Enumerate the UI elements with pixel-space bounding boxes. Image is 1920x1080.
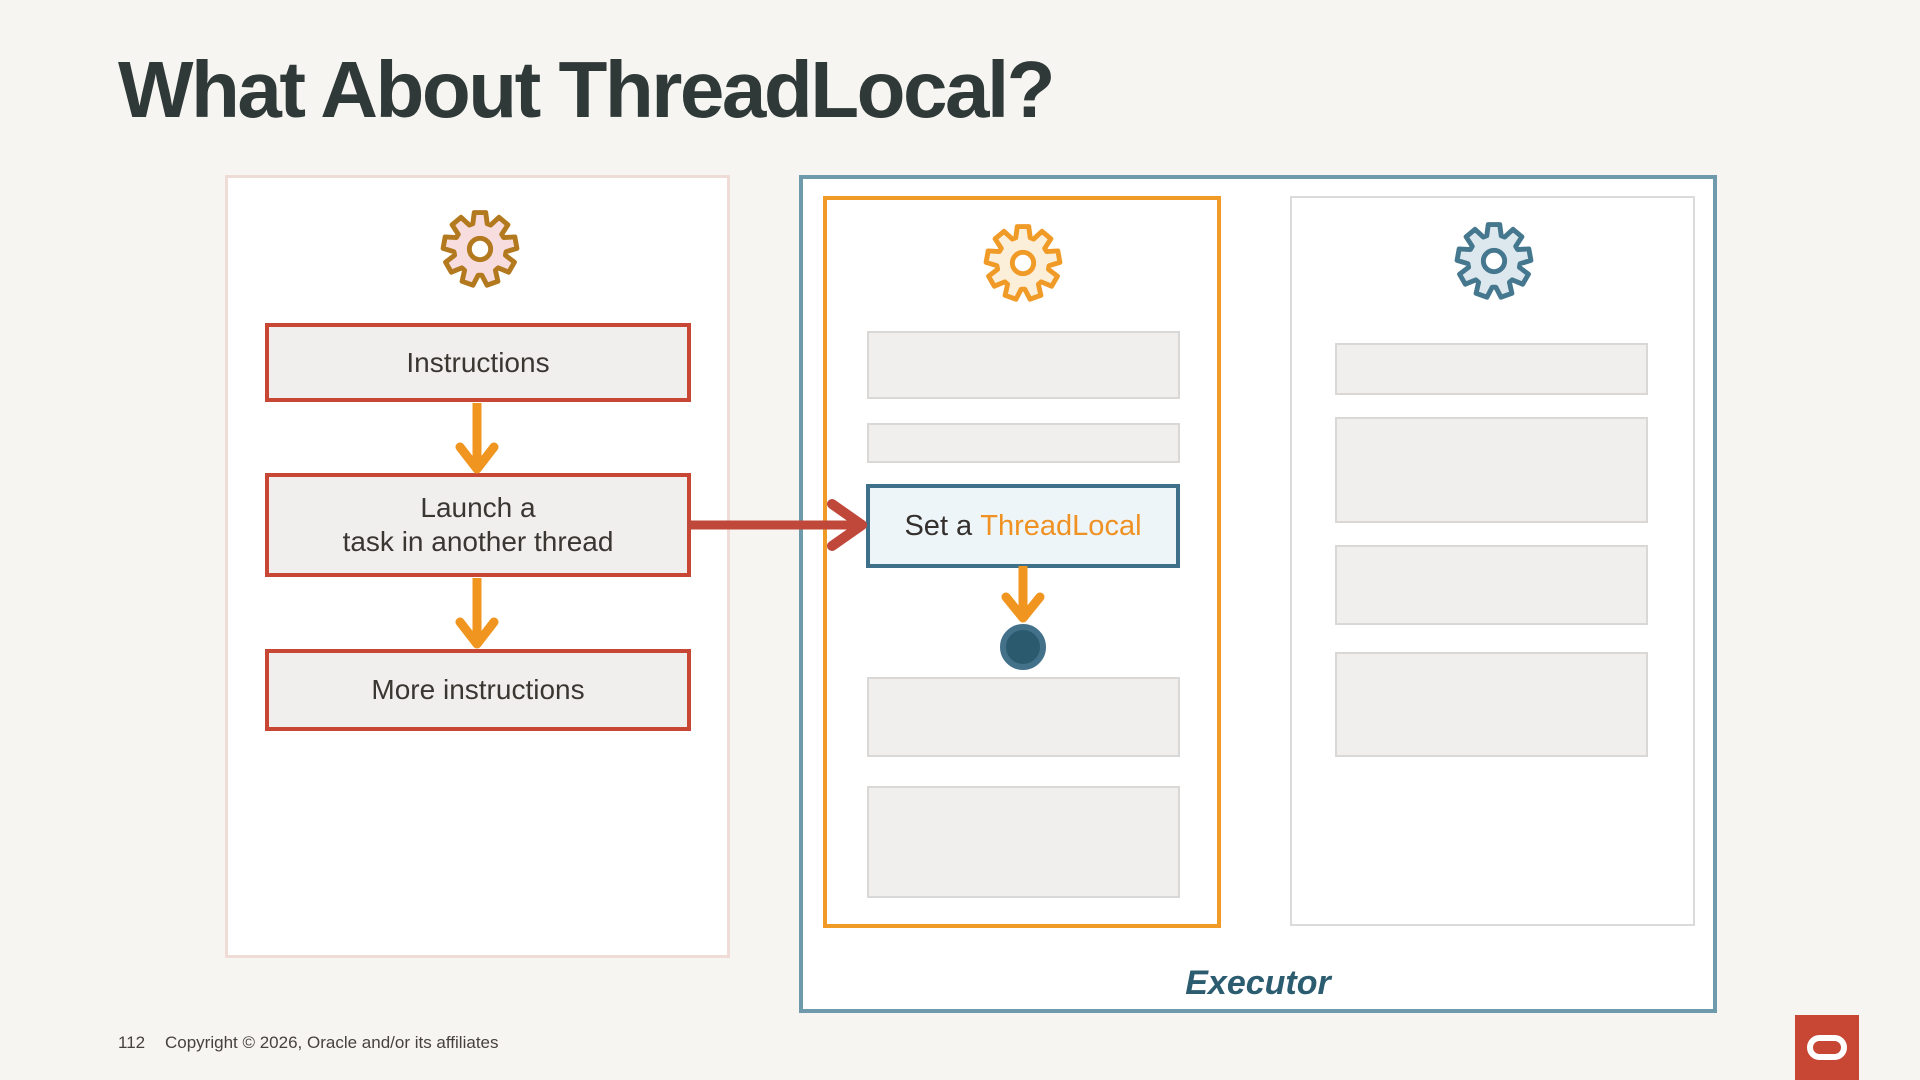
executor-panel: Set a ThreadLocal Executor (799, 175, 1717, 1013)
worker-thread-panel-1: Set a ThreadLocal (823, 196, 1221, 928)
executor-label: Executor (1185, 964, 1331, 1002)
arrow-down-icon (1001, 566, 1045, 623)
task-placeholder-bar (867, 423, 1180, 463)
arrow-right-icon (687, 499, 867, 551)
launch-label-line1: Launch a (420, 492, 536, 524)
more-instructions-label: More instructions (371, 674, 585, 706)
oracle-logo (1795, 1015, 1859, 1080)
gear-icon (440, 210, 520, 288)
instructions-box: Instructions (265, 323, 691, 402)
footer-copyright: Copyright © 2026, Oracle and/or its affi… (165, 1033, 499, 1052)
launch-task-box: Launch a task in another thread (265, 473, 691, 577)
page-title: What About ThreadLocal? (118, 45, 1056, 134)
task-placeholder-bar (867, 677, 1180, 757)
instructions-label: Instructions (406, 346, 550, 378)
arrow-down-icon (455, 578, 499, 649)
oracle-o-icon (1807, 1035, 1847, 1060)
arrow-down-icon (455, 403, 499, 474)
task-placeholder-bar (867, 331, 1180, 399)
set-threadlocal-box: Set a ThreadLocal (866, 484, 1180, 568)
footer-page-number: 112 (118, 1033, 146, 1052)
task-placeholder-bar (1335, 343, 1648, 395)
task-placeholder-bar (1335, 417, 1648, 523)
gear-icon (983, 224, 1063, 302)
launch-label-line2: task in another thread (342, 526, 614, 557)
main-thread-panel: Instructions Launch a task in another th… (225, 175, 730, 958)
task-placeholder-bar (1335, 652, 1648, 757)
set-threadlocal-highlight: ThreadLocal (980, 509, 1142, 542)
task-placeholder-bar (867, 786, 1180, 898)
worker-thread-panel-2 (1290, 196, 1695, 926)
task-placeholder-bar (1335, 545, 1648, 625)
gear-icon (1454, 222, 1534, 300)
set-threadlocal-prefix: Set a (904, 509, 973, 542)
threadlocal-dot-icon (1000, 624, 1046, 670)
more-instructions-box: More instructions (265, 649, 691, 731)
